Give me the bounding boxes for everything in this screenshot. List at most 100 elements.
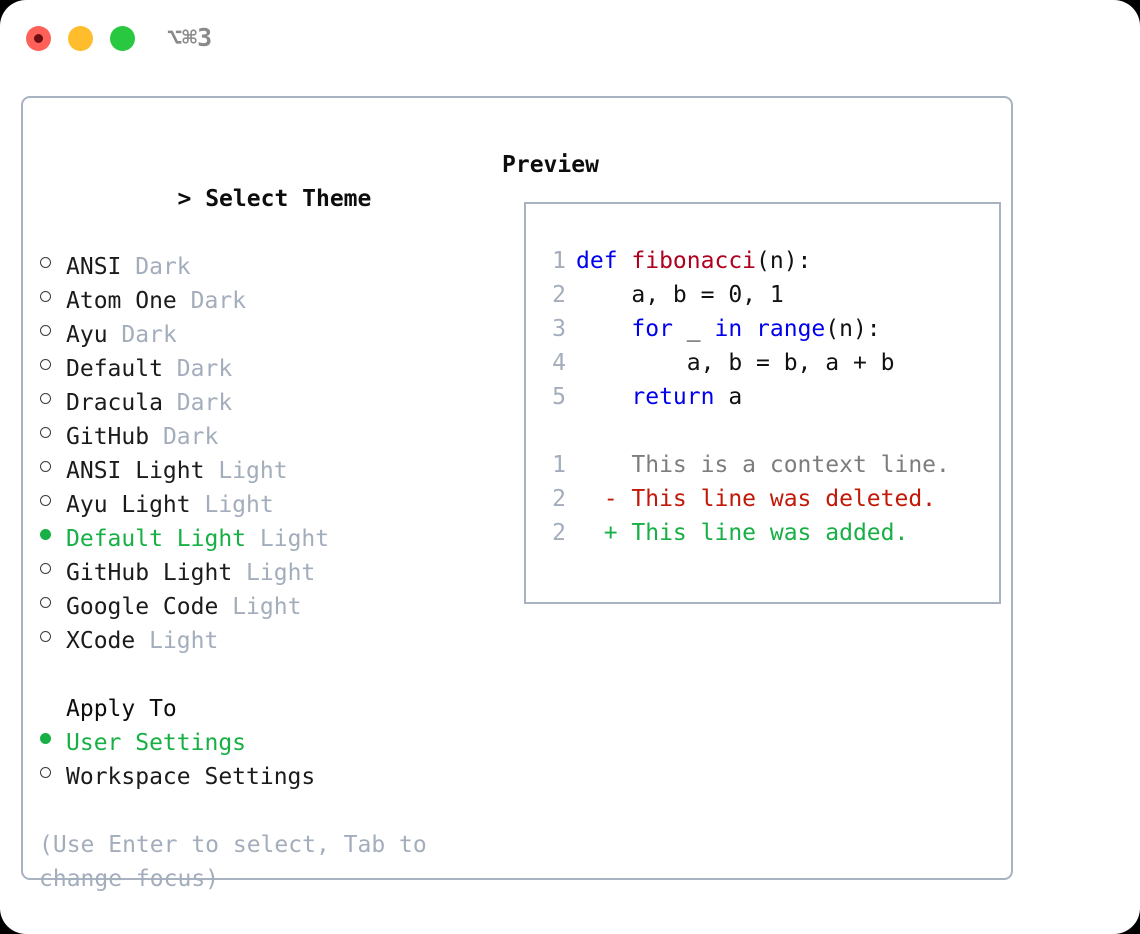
theme-item-label: Atom One [66,288,177,314]
theme-item-github-light[interactable]: GitHub Light Light [39,556,489,590]
theme-item-default-light[interactable]: Default Light Light [39,522,489,556]
label-gap [204,454,218,488]
theme-item-label: Ayu Light [66,492,191,518]
diff-line-number: 2 [552,486,566,512]
radio-dot [40,257,51,268]
code-line: 3 for _ in range(n): [540,312,950,346]
diff-line-del: 2 - This line was deleted. [540,482,950,516]
diff-marker: - [576,486,632,512]
code-token: in range [714,316,826,342]
theme-item-label: GitHub [66,424,150,450]
code-line-number: 3 [552,316,566,342]
theme-item-default[interactable]: Default Dark [39,352,489,386]
label-gap [108,318,122,352]
theme-item-category: Light [218,458,288,484]
diff-line-text: + This line was added. [576,516,909,550]
code-token: a, b = b, a + b [576,350,895,376]
select-theme-header: > Select Theme [39,148,489,250]
code-token: a [714,384,743,410]
radio-dot [40,325,51,336]
code-token: for [631,316,673,342]
radio-dot [40,563,51,574]
diff-marker: + [576,520,632,546]
label-gap [177,284,191,318]
diff-text: This line was deleted. [631,486,937,512]
apply-to-item-user-settings[interactable]: User Settings [39,726,489,760]
theme-item-category: Light [232,594,302,620]
code-line-text: def fibonacci(n): [576,244,811,278]
radio-dot [40,461,51,472]
diff-line-text: This is a context line. [576,448,950,482]
code-blank-line [540,414,950,448]
code-token: return [631,384,715,410]
code-line: 5 return a [540,380,950,414]
theme-item-ansi[interactable]: ANSI Dark [39,250,489,284]
code-token: _ [672,316,715,342]
code-line-text: for _ in range(n): [576,312,880,346]
theme-item-category: Dark [176,390,233,416]
apply-to-header: Apply To [39,692,489,726]
radio-dot [40,427,51,438]
code-token: fibonacci [631,248,757,274]
minimize-button[interactable] [68,26,93,51]
theme-item-label: GitHub Light [66,560,233,586]
label-gap [163,386,177,420]
theme-item-xcode[interactable]: XCode Light [39,624,489,658]
label-gap [232,556,246,590]
keyboard-hint: (Use Enter to select, Tab to change focu… [39,832,427,892]
radio-dot [40,393,51,404]
theme-item-label: Ayu [66,322,108,348]
theme-item-category: Dark [162,424,219,450]
theme-item-ansi-light[interactable]: ANSI Light Light [39,454,489,488]
apply-to-item-label: User Settings [66,730,247,756]
theme-item-label: ANSI Light [66,458,205,484]
code-token: (n): [756,248,812,274]
diff-text: This line was added. [631,520,909,546]
theme-item-label: Default [66,356,163,382]
theme-item-category: Light [259,526,330,552]
diff-line-number: 1 [552,452,566,478]
header-caret-icon: > [177,186,192,212]
diff-marker [576,452,631,478]
section-spacer [39,658,489,692]
label-gap [163,352,177,386]
shortcut-label: ⌥⌘3 [167,23,213,52]
theme-item-github[interactable]: GitHub Dark [39,420,489,454]
label-gap [149,420,163,454]
theme-item-ayu[interactable]: Ayu Dark [39,318,489,352]
radio-dot [40,359,51,370]
theme-item-label: XCode [66,628,136,654]
diff-line-number: 2 [552,520,566,546]
preview-header: Preview [502,152,599,178]
theme-item-category: Light [204,492,274,518]
theme-item-category: Dark [190,288,247,314]
apply-to-item-workspace-settings[interactable]: Workspace Settings [39,760,489,794]
theme-item-ayu-light[interactable]: Ayu Light Light [39,488,489,522]
radio-dot [40,495,51,506]
diff-text: This is a context line. [631,452,950,478]
radio-dot [40,291,51,302]
maximize-button[interactable] [110,26,135,51]
diff-line-text: - This line was deleted. [576,482,936,516]
code-token: a, b = 0, 1 [576,282,784,308]
theme-item-category: Light [246,560,316,586]
theme-item-google-code[interactable]: Google Code Light [39,590,489,624]
theme-item-label: Default Light [66,526,247,552]
theme-item-label: Dracula [66,390,163,416]
code-line: 4 a, b = b, a + b [540,346,950,380]
radio-dot [40,767,51,778]
label-gap [218,590,232,624]
close-button[interactable] [26,26,51,51]
theme-item-dracula[interactable]: Dracula Dark [39,386,489,420]
theme-item-atom-one[interactable]: Atom One Dark [39,284,489,318]
theme-item-label: ANSI [66,254,122,280]
code-line-text: return a [576,380,742,414]
